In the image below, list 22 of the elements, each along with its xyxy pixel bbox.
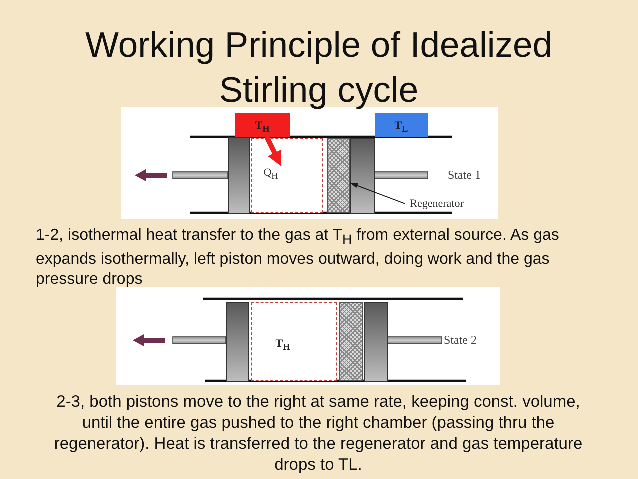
regenerator bbox=[339, 302, 363, 381]
piston bbox=[226, 302, 249, 382]
piston bbox=[228, 137, 250, 214]
temperature-label: T$_{H}$ bbox=[276, 338, 290, 354]
heat-sink-block bbox=[375, 113, 428, 137]
state-label: State 2 bbox=[444, 333, 477, 347]
regenerator bbox=[327, 138, 350, 213]
piston bbox=[364, 302, 388, 382]
piston bbox=[350, 138, 375, 214]
gas-chamber bbox=[251, 302, 337, 381]
heat-flow-arrow bbox=[264, 136, 282, 166]
slide-title: Working Principle of Idealized Stirling cycle bbox=[84, 24, 554, 112]
description-text: 1-2, isothermal heat transfer to the gas at T$_{H}$ from external source. As gas expands isothermally, left piston moves outward, doing work and the gas pressure drops bbox=[36, 226, 560, 290]
state-label: State 1 bbox=[448, 168, 481, 182]
description-text: 2-3, both pistons move to the right at same rate, keeping const. volume, until the entire gas pushed to the right chamber (passing thru the regenerator). Heat is transferred to the regenerator and gas temperature drops to TL. bbox=[53, 392, 584, 476]
temperature-label: T$_{L}$ bbox=[394, 120, 408, 135]
heat-label: Q$_{H}$ bbox=[260, 166, 282, 182]
heat-source-block bbox=[235, 113, 290, 137]
regenerator-label: Regenerator bbox=[405, 198, 469, 211]
leader-line bbox=[350, 182, 406, 204]
temperature-label: T$_{H}$ bbox=[255, 120, 270, 135]
gas-chamber bbox=[251, 138, 323, 213]
